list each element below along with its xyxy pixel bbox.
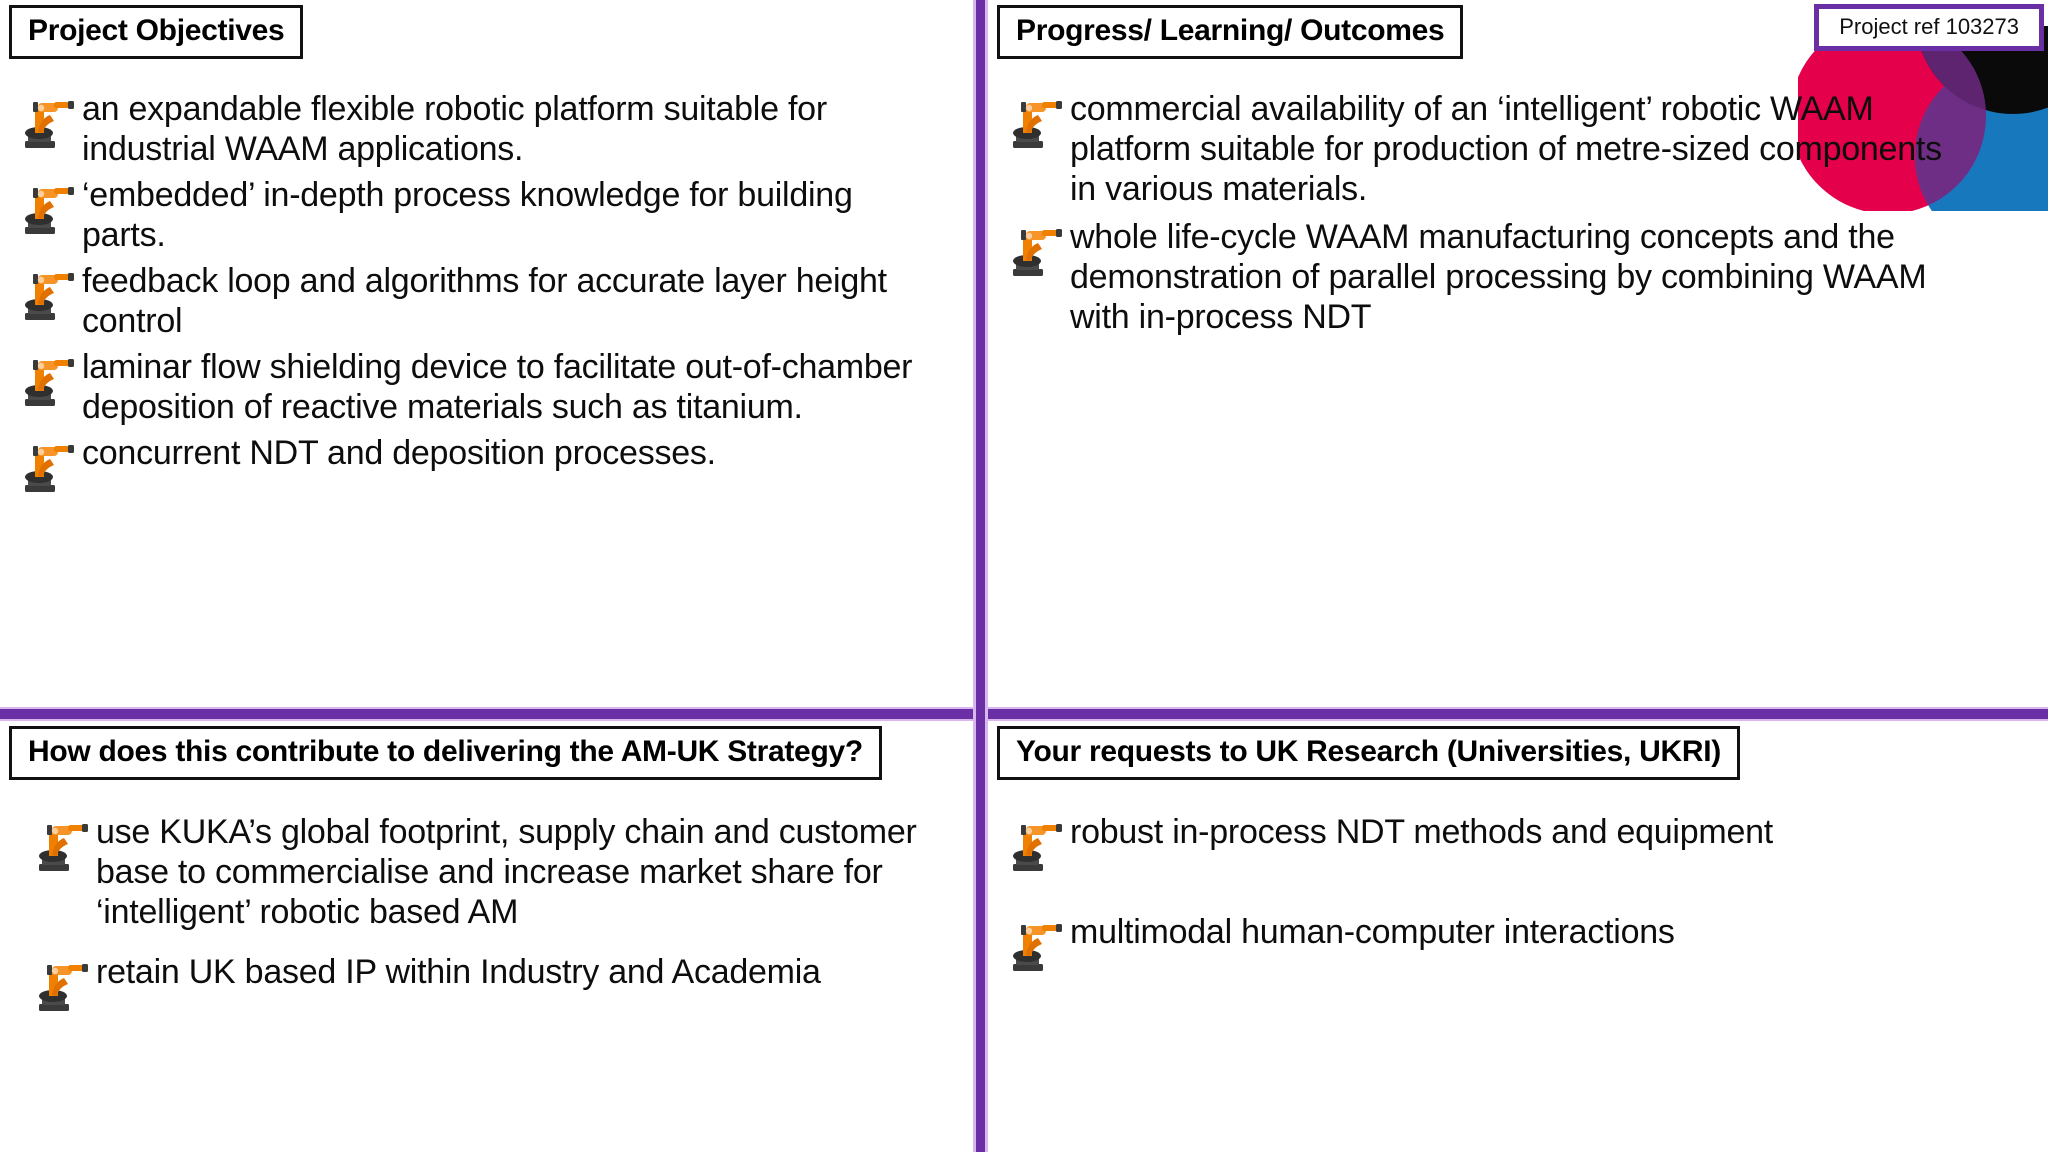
horizontal-divider	[0, 707, 2048, 721]
robot-arm-icon	[1002, 914, 1064, 974]
list-item-text: robust in-process NDT methods and equipm…	[1070, 812, 1773, 851]
robot-arm-icon	[14, 435, 76, 495]
vertical-divider	[973, 0, 988, 1152]
list-item-text: laminar flow shielding device to facilit…	[82, 348, 913, 427]
list-item-text: use KUKA’s global footprint, supply chai…	[96, 812, 917, 931]
panel-am-uk-strategy: How does this contribute to delivering t…	[0, 721, 973, 1152]
panel-requests-uk-research: Your requests to UK Research (Universiti…	[988, 721, 2048, 1152]
list-item-text: an expandable flexible robotic platform …	[82, 89, 827, 168]
list-item: robust in-process NDT methods and equipm…	[1002, 810, 2048, 874]
objectives-list: an expandable flexible robotic platform …	[14, 87, 973, 496]
panel-title-am-uk-strategy: How does this contribute to delivering t…	[9, 726, 882, 780]
robot-arm-icon	[14, 91, 76, 151]
list-item: retain UK based IP within Industry and A…	[28, 950, 973, 1014]
outcomes-list: commercial availability of an ‘intellige…	[1002, 87, 2048, 338]
brand-logo	[1798, 26, 2048, 211]
list-item-text: concurrent NDT and deposition processes.	[82, 434, 716, 473]
robot-arm-icon	[28, 954, 90, 1014]
robot-arm-icon	[14, 263, 76, 323]
pink-black-overlap	[1915, 26, 1986, 114]
robot-arm-icon	[28, 814, 90, 874]
list-item-text: ‘embedded’ in-depth process knowledge fo…	[82, 175, 853, 254]
panel-title-requests-uk-research: Your requests to UK Research (Universiti…	[997, 726, 1740, 780]
list-item: multimodal human-computer interactions	[1002, 910, 2048, 974]
robot-arm-icon	[1002, 91, 1064, 151]
list-item: feedback loop and algorithms for accurat…	[14, 259, 973, 341]
panel-title-project-objectives: Project Objectives	[9, 5, 304, 59]
robot-arm-icon	[1002, 219, 1064, 279]
list-item: laminar flow shielding device to facilit…	[14, 345, 973, 427]
robot-arm-icon	[1002, 814, 1064, 874]
list-item-text: feedback loop and algorithms for accurat…	[82, 261, 887, 341]
list-item: concurrent NDT and deposition processes.	[14, 431, 973, 495]
panel-project-objectives: Project Objectives an expandable flexibl…	[0, 0, 973, 707]
list-item: whole life-cycle WAAM manufacturing conc…	[1002, 215, 2048, 337]
project-ref-badge: Project ref 103273	[1814, 4, 2044, 51]
robot-arm-icon	[14, 349, 76, 409]
list-item-text: whole life-cycle WAAM manufacturing conc…	[1070, 217, 1927, 337]
list-item: an expandable flexible robotic platform …	[14, 87, 973, 169]
list-item-text: multimodal human-computer interactions	[1070, 912, 1675, 951]
robot-arm-icon	[14, 177, 76, 237]
list-item-text: commercial availability of an ‘intellige…	[1070, 89, 1942, 208]
strategy-list: use KUKA’s global footprint, supply chai…	[28, 810, 973, 1014]
list-item: use KUKA’s global footprint, supply chai…	[28, 810, 973, 932]
panel-title-progress-learning-outcomes: Progress/ Learning/ Outcomes	[997, 5, 1464, 59]
list-item: ‘embedded’ in-depth process knowledge fo…	[14, 173, 973, 255]
requests-list: robust in-process NDT methods and equipm…	[1002, 810, 2048, 974]
list-item-text: retain UK based IP within Industry and A…	[96, 952, 821, 991]
panel-progress-learning-outcomes: Progress/ Learning/ Outcomes commercial …	[988, 0, 2048, 707]
list-item: commercial availability of an ‘intellige…	[1002, 87, 2048, 209]
